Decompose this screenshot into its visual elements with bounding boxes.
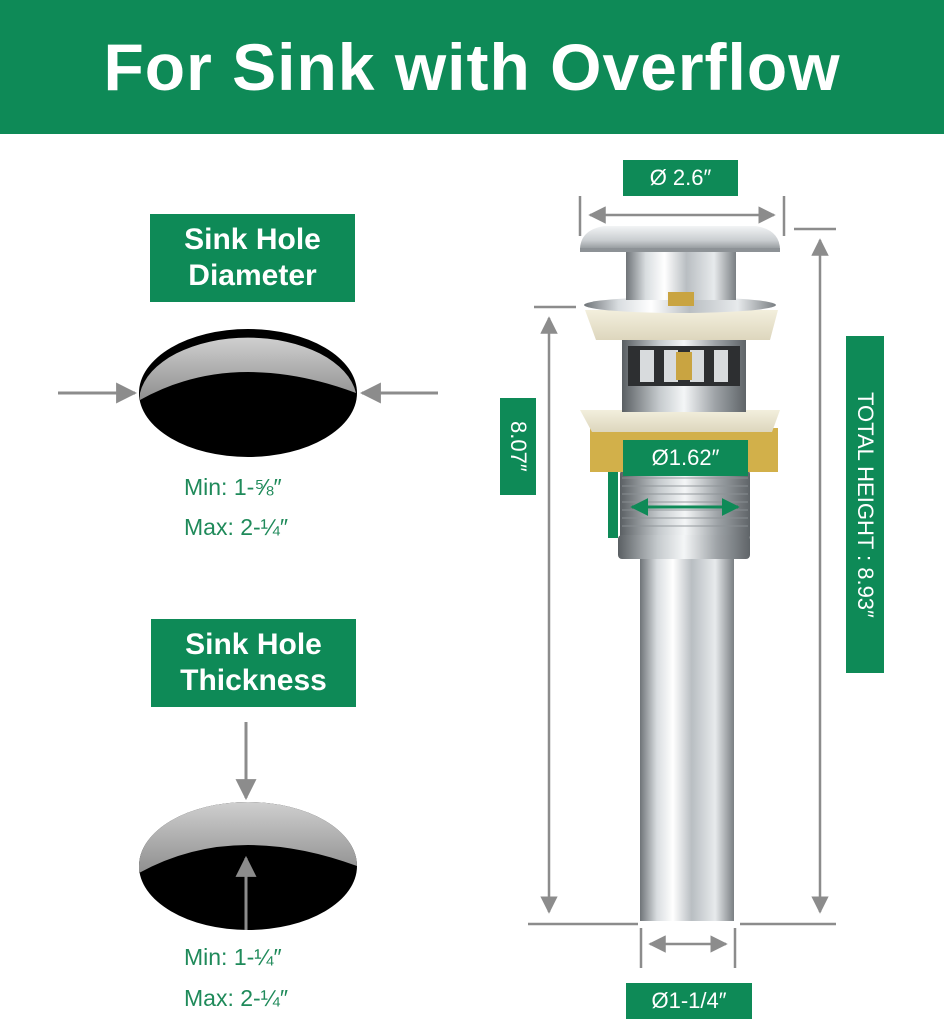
total-height-tag: TOTAL HEIGHT : 8.93″ xyxy=(846,336,884,673)
sink-hole-thickness-graphic xyxy=(139,722,357,930)
sink-hole-diameter-label: Sink Hole Diameter xyxy=(150,214,355,302)
diameter-min-spec: Min: 1-⅝″ xyxy=(184,474,282,500)
body-height-tag: 8.07″ xyxy=(500,398,536,495)
dimension-lines xyxy=(528,196,836,968)
thickness-max-spec: Max: 2-¼″ xyxy=(184,985,289,1011)
body-diameter-tag: Ø1.62″ xyxy=(623,440,748,476)
thickness-label-line2: Thickness xyxy=(180,664,327,697)
total-height-text: TOTAL HEIGHT : 8.93″ xyxy=(853,391,878,618)
thickness-min-spec: Min: 1-¼″ xyxy=(184,944,282,970)
diameter-max-spec: Max: 2-¼″ xyxy=(184,514,289,540)
cap-diameter-tag: Ø 2.6″ xyxy=(623,160,738,196)
diameter-label-line1: Sink Hole xyxy=(184,223,321,256)
thickness-label-line1: Sink Hole xyxy=(185,628,322,661)
diameter-label-line2: Diameter xyxy=(188,259,317,292)
body-height-text: 8.07″ xyxy=(506,421,531,472)
sink-hole-thickness-label: Sink Hole Thickness xyxy=(151,619,356,707)
header-banner: For Sink with Overflow xyxy=(0,0,944,134)
pop-up-drain xyxy=(580,226,780,921)
banner-title: For Sink with Overflow xyxy=(103,30,841,104)
sink-hole-diameter-graphic xyxy=(58,329,438,457)
tail-diameter-tag: Ø1-1/4″ xyxy=(626,983,752,1019)
